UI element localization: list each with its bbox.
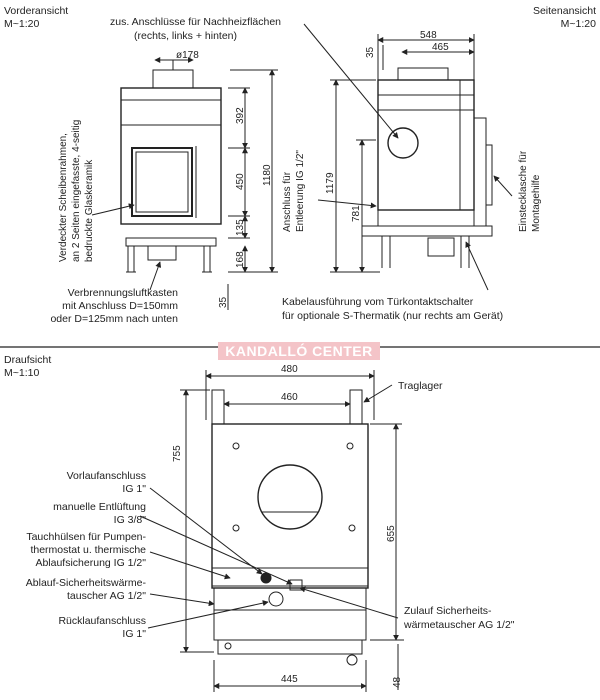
dim-d178: ø178 [176, 50, 199, 61]
label-tauchhuelsen-3: Ablaufsicherung IG 1/2" [35, 557, 146, 569]
label-frame-3: bedruckte Glaskeramik [84, 159, 95, 262]
dim-392: 392 [235, 107, 246, 124]
dim-465: 465 [432, 42, 449, 53]
side-view-title: Seitenansicht [532, 5, 596, 17]
label-vorlauf-2: IG 1" [122, 483, 146, 495]
dim-548: 548 [420, 30, 437, 41]
label-ruecklauf-1: Rücklaufanschluss [58, 615, 146, 627]
top-view-drawing [211, 389, 369, 666]
dim-168: 168 [235, 251, 246, 268]
label-zulauf-1: Zulauf Sicherheits- [404, 605, 492, 617]
label-lug-1: Einstecklasche für [518, 150, 529, 232]
label-air-box-1: Verbrennungsluftkasten [67, 287, 178, 299]
side-view-drawing [361, 67, 493, 268]
dim-460: 460 [281, 392, 298, 403]
label-zus-anschluesse-1: zus. Anschlüsse für Nachheizflächen [110, 16, 282, 28]
dim-1180: 1180 [262, 164, 273, 186]
label-tauchhuelsen-1: Tauchhülsen für Pumpen- [26, 531, 146, 543]
label-air-box-3: oder D=125mm nach unten [50, 313, 178, 325]
dim-135: 135 [235, 219, 246, 236]
label-zus-anschluesse-2: (rechts, links + hinten) [134, 30, 238, 42]
label-zulauf-2: wärmetauscher AG 1/2" [404, 619, 515, 631]
top-view-title: Draufsicht [4, 354, 52, 366]
side-view-scale: M~1:20 [560, 18, 596, 30]
dim-35-side: 35 [365, 46, 376, 58]
dim-35-front: 35 [218, 296, 229, 308]
label-ablauf-2: tauscher AG 1/2" [66, 590, 146, 602]
dim-48: 48 [392, 676, 403, 688]
top-view-scale: M~1:10 [4, 367, 40, 379]
label-air-box-2: mit Anschluss D=150mm [62, 300, 178, 312]
dim-1179: 1179 [325, 172, 336, 194]
label-frame-2: an 2 Seiten eingefasste, 4-seitig [71, 119, 82, 262]
dim-655: 655 [386, 525, 397, 542]
label-traglager: Traglager [398, 380, 443, 392]
label-vorlauf-1: Vorlaufanschluss [66, 470, 146, 482]
label-ruecklauf-2: IG 1" [122, 628, 146, 640]
label-entlueftung-2: IG 3/8" [113, 514, 146, 526]
watermark: KANDALLÓ CENTER [218, 342, 380, 360]
front-view-drawing [120, 69, 222, 273]
dim-781: 781 [351, 205, 362, 222]
front-view-title: Vorderansicht [4, 5, 69, 17]
label-ablauf-1: Ablauf-Sicherheitswärme- [25, 577, 146, 589]
front-view-scale: M~1:20 [4, 18, 40, 30]
label-lug-2: Montagehilfe [531, 174, 542, 232]
label-drain-2: Entleerung IG 1/2" [295, 150, 306, 232]
dim-755: 755 [172, 445, 183, 462]
label-frame-1: Verdeckter Scheibenrahmen, [58, 133, 69, 262]
label-entlueftung-1: manuelle Entlüftung [53, 501, 146, 513]
label-cable-1: Kabelausführung vom Türkontaktschalter [282, 296, 474, 308]
label-drain-1: Anschluss für [282, 171, 293, 232]
dim-445: 445 [281, 674, 298, 685]
dim-480: 480 [281, 364, 298, 375]
label-tauchhuelsen-2: thermostat u. thermische [30, 544, 146, 556]
dim-450: 450 [235, 173, 246, 190]
label-cable-2: für optionale S-Thermatik (nur rechts am… [282, 310, 504, 322]
